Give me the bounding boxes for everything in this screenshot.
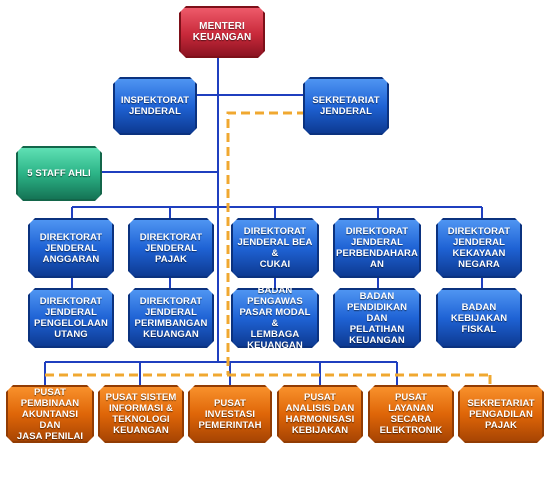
box-label-line: JENDERAL BEA & [237,237,313,259]
box-label-line: PEMERINTAH [198,419,262,431]
box-label-line: 5 STAFF AHLI [27,168,91,179]
box-label-line: PERIMBANGAN [134,318,208,329]
box-label-line: JENDERAL [144,242,197,254]
box-label-line: ELEKTRONIK [379,425,443,436]
box-label-line: PUSAT [395,392,427,403]
box-label-line: INVESTASI [204,408,256,420]
box-label-line: NEGARA [458,259,500,270]
box-label-line: JENDERAL [144,307,197,318]
box-label-line: KEUANGAN [349,334,405,346]
box-label-line: PUSAT [213,397,246,409]
box-label-line: ANGGARAN [42,253,100,265]
box-label-line: DIREKTORAT [39,231,103,243]
box-label-line: KEUANGAN [113,425,169,436]
box-label-line: KEBIJAKAN [450,312,508,324]
box-label-line: PUSAT [303,392,336,403]
box-label-line: DIREKTORAT [345,226,409,237]
box-label-line: DIREKTORAT [139,296,203,307]
box-label-line: JENDERAL [128,106,181,117]
box-label-line: AKUNTANSI DAN [21,408,79,431]
box-label-line: PASAR MODAL & [239,307,311,329]
box-label-line: BADAN [257,285,293,296]
box-label-line: PAJAK [155,253,187,265]
box-label-line: SECARA [390,414,432,425]
box-label-line: JENDERAL [319,106,372,117]
box-label-line: JASA PENILAI [16,430,84,442]
box-label-line: BADAN [359,290,395,302]
box-label-line: PELATIHAN [349,323,405,335]
box-label-line: ANALISIS DAN [285,403,355,414]
box-label-line: PENGAWAS [247,296,303,307]
box-label-line: BADAN [461,301,497,313]
box-label-line: KEUANGAN [247,340,303,351]
box-label-line: PUSAT [34,386,66,398]
dashed-connectors [45,111,492,385]
box-label-line: LAYANAN [388,403,434,414]
box-label-line: PAJAK [485,419,517,431]
box-label-line: TEKNOLOGI [112,414,170,425]
minister-label-line: KEUANGAN [192,32,252,43]
box-label-line: INFORMASI & [109,403,173,414]
box-label-line: JENDERAL [44,307,97,318]
box-label-line: SEKRETARIAT [312,95,380,106]
box-label-line: PENDIDIKAN DAN [346,301,408,324]
box-label-line: KEUANGAN [143,329,199,340]
box-label-line: DIREKTORAT [39,296,103,307]
box-label-line: DIREKTORAT [139,231,203,243]
box-label-line: KEKAYAAN [452,248,506,259]
box-label-line: PENGELOLAAN [34,318,108,329]
box-label-line: UTANG [54,329,88,340]
box-label-line: SEKRETARIAT [467,397,535,409]
box-label-line: PERBENDAHARA [336,248,418,259]
box-label-line: JENDERAL [350,237,403,248]
box-label-line: HARMONISASI [285,414,355,425]
box-label-line: JENDERAL [44,242,97,254]
box-label-line: PENGADILAN [469,408,533,420]
box-label-line: PUSAT SISTEM [105,392,177,403]
box-label-line: JENDERAL [452,237,505,248]
box-label-line: DIREKTORAT [447,226,511,237]
minister-label-line: MENTERI [199,21,245,32]
box-label-line: KEBIJAKAN [291,425,349,436]
box-label-line: FISKAL [461,323,497,335]
box-label-line: PEMBINAAN [20,397,80,409]
box-label-line: AN [370,259,384,270]
staff-ahli-box[interactable]: 5 STAFF AHLI [16,146,102,201]
box-label-line: LEMBAGA [250,329,300,340]
box-label-line: INSPEKTORAT [120,95,190,106]
box-label-line: DIREKTORAT [243,226,307,237]
box-label-line: CUKAI [259,259,291,270]
